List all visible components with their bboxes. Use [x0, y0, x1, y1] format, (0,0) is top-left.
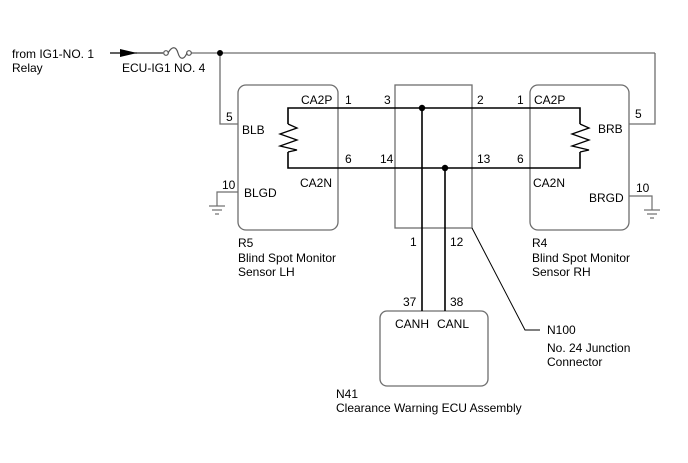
pin-number: 10 — [222, 178, 236, 192]
n41-code: N41 — [336, 387, 359, 401]
r5-connector-box — [237, 84, 339, 231]
pin-label: BRGD — [589, 191, 624, 205]
fuse-label: ECU-IG1 NO. 4 — [122, 61, 206, 75]
pin-number: 13 — [477, 152, 491, 166]
r5-name-2: Sensor LH — [238, 265, 295, 279]
pin-number: 1 — [345, 93, 352, 107]
pin-label: CA2P — [534, 93, 566, 107]
pin-number: 1 — [410, 235, 417, 249]
n41-ecu-box — [379, 310, 489, 387]
pin-number: 12 — [450, 235, 464, 249]
r4-name: Blind Spot Monitor — [532, 251, 631, 265]
pin-number: 5 — [226, 110, 233, 124]
n100-name-2: Connector — [547, 355, 603, 369]
fuse-icon — [137, 47, 192, 59]
r5-code: R5 — [238, 236, 254, 250]
can-wires — [287, 107, 581, 311]
pin-number: 3 — [384, 93, 391, 107]
r5-name: Blind Spot Monitor — [238, 251, 337, 265]
pin-number: 6 — [517, 152, 524, 166]
r4-connector-box — [529, 84, 630, 231]
splice-dot — [418, 104, 426, 112]
pin-label: CA2P — [301, 93, 333, 107]
n100-leader-line — [471, 227, 540, 331]
splice-dot — [217, 50, 223, 56]
resistor-icon — [277, 123, 299, 153]
n100-connector-box — [394, 84, 473, 229]
resistor-icon — [569, 123, 591, 153]
pin-number: 38 — [450, 295, 464, 309]
ground-icon — [209, 191, 238, 215]
pin-label: CA2N — [533, 176, 566, 190]
pin-label: CANL — [437, 317, 470, 331]
n100-name: No. 24 Junction — [547, 341, 631, 355]
pin-label: BLB — [242, 123, 265, 137]
pin-number: 6 — [345, 152, 352, 166]
splice-dot — [441, 164, 449, 172]
pin-label: BLGD — [244, 186, 277, 200]
pin-number: 2 — [477, 93, 484, 107]
pin-label: BRB — [598, 122, 623, 136]
n100-code: N100 — [547, 323, 576, 337]
ground-icon — [629, 195, 660, 219]
r4-name-2: Sensor RH — [532, 265, 591, 279]
pin-number: 1 — [517, 93, 524, 107]
pin-number: 10 — [636, 181, 650, 195]
n41-name: Clearance Warning ECU Assembly — [336, 401, 522, 415]
source-label: from IG1-NO. 1 — [12, 47, 95, 61]
pin-number: 37 — [403, 295, 417, 309]
pin-number: 5 — [635, 107, 642, 121]
arrow-icon — [120, 49, 137, 57]
source-label-2: Relay — [12, 61, 43, 75]
pin-label: CA2N — [300, 176, 333, 190]
r4-code: R4 — [532, 236, 548, 250]
pin-number: 14 — [380, 152, 394, 166]
pin-label: CANH — [395, 317, 430, 331]
